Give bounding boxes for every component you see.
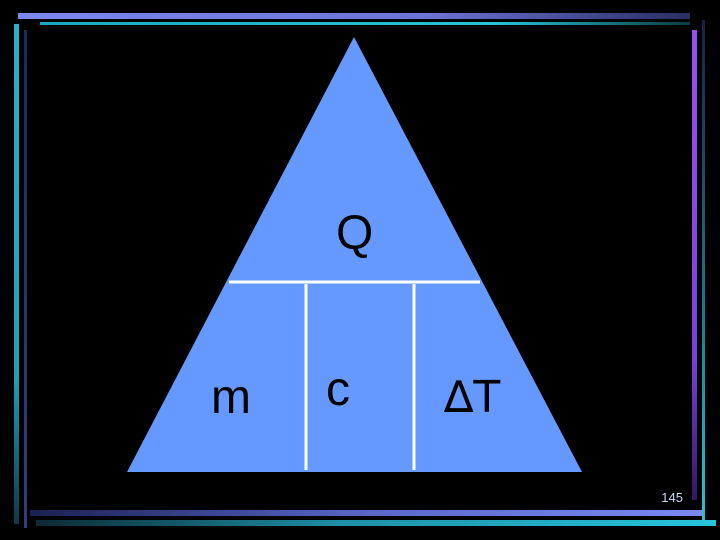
frame-left-inner-line: [24, 30, 27, 528]
frame-right-outer-line: [702, 20, 705, 520]
triangle-shape: [127, 37, 582, 472]
label-q: Q: [336, 207, 374, 260]
label-delta-t: ∆T: [444, 372, 501, 423]
frame-left-line: [14, 24, 19, 524]
frame-right-line: [692, 30, 697, 500]
label-m: m: [211, 371, 251, 424]
frame-top-cyan-line: [40, 22, 690, 25]
label-c: c: [326, 363, 350, 416]
page-number: 145: [661, 490, 683, 505]
frame-bottom-cyan-line: [36, 520, 716, 526]
frame-bottom-line: [30, 510, 702, 516]
frame-top-line: [18, 13, 690, 19]
